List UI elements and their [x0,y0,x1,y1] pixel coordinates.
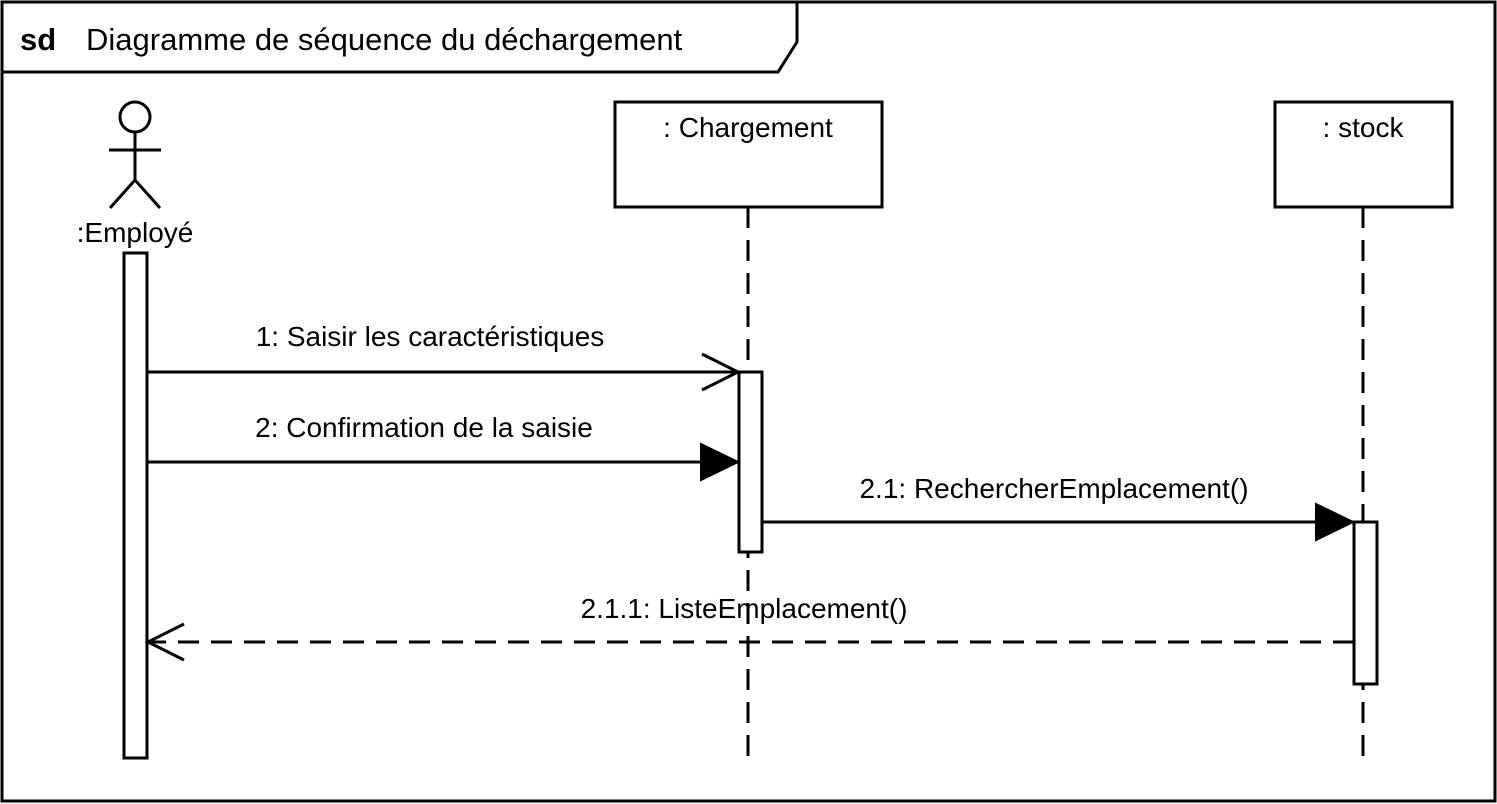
filled-arrowhead [700,442,741,482]
activation-chargement [737,370,764,554]
filled-arrowhead [1315,502,1356,542]
actor-head [118,100,152,134]
actor-label: :Employé [77,217,194,248]
message-2-1[interactable]: 2.1: RechercherEmplacement() [762,473,1356,542]
activation-stock [1352,520,1379,686]
object-label: : Chargement [663,112,833,143]
message-label: 1: Saisir les caractéristiques [256,321,605,352]
message-label: 2: Confirmation de la saisie [255,412,593,443]
actor-employe[interactable]: :Employé [77,100,194,248]
object-box [613,100,884,209]
message-label: 2.1: RechercherEmplacement() [859,473,1248,504]
frame-keyword: sd [20,22,56,57]
actor-left-leg [108,179,137,209]
activation-employe [122,251,149,760]
actor-right-leg [133,179,162,209]
object-stock[interactable]: : stock [1273,100,1454,209]
message-2-1-1[interactable]: 2.1.1: ListeEmplacement() [144,593,1354,662]
open-arrowhead [144,622,185,662]
open-arrowhead [701,352,742,392]
object-box [1273,100,1454,209]
object-label: : stock [1323,112,1405,143]
message-label: 2.1.1: ListeEmplacement() [581,593,908,624]
frame-title-tab [2,2,799,74]
frame-title: Diagramme de séquence du déchargement [86,22,683,57]
object-chargement[interactable]: : Chargement [613,100,884,209]
message-1[interactable]: 1: Saisir les caractéristiques [147,321,742,392]
message-2[interactable]: 2: Confirmation de la saisie [147,412,741,482]
